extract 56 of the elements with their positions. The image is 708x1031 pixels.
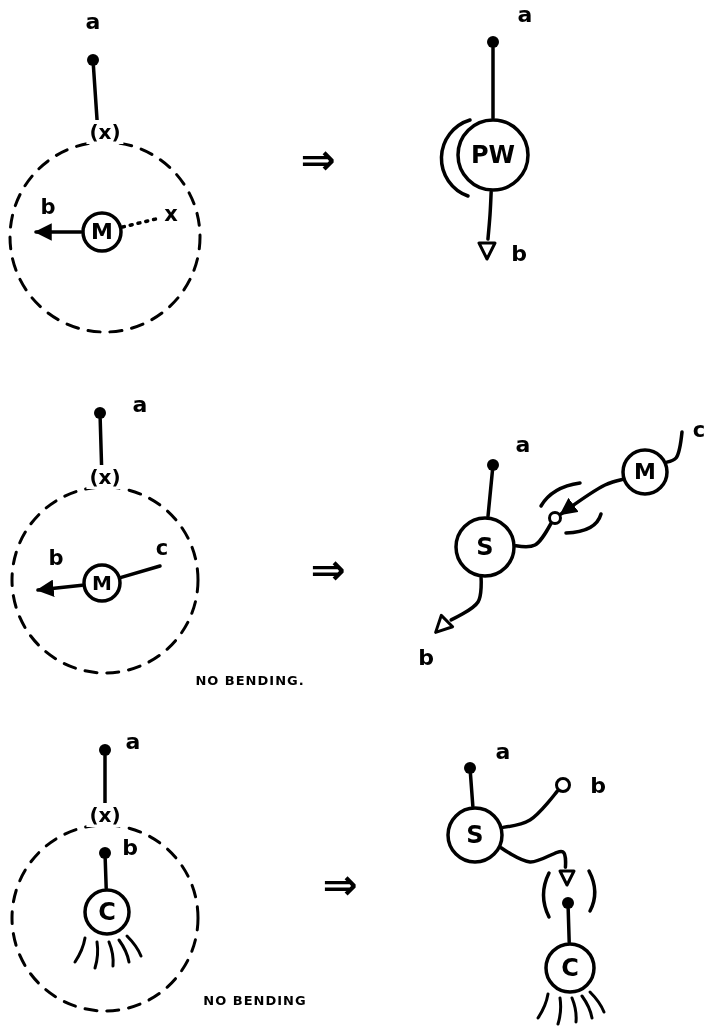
double-arrow-glyph: ⇒ [322, 864, 358, 906]
dashed-scope-circle [10, 803, 200, 1013]
port-label: a [517, 4, 533, 26]
port-label: a [495, 741, 511, 763]
process-circle [544, 942, 596, 994]
connector-line [98, 417, 104, 467]
port-label: a [125, 731, 141, 753]
process-circle [82, 563, 122, 603]
arrow [559, 477, 624, 516]
connector-line [119, 564, 162, 580]
circle-label: M [91, 221, 113, 243]
process-circle [81, 211, 123, 253]
process-circle [456, 118, 530, 192]
connector-line [486, 190, 493, 241]
port-label: b [418, 647, 434, 669]
terminal-dot [562, 897, 574, 909]
arrow [34, 223, 83, 241]
port-label: b [590, 775, 606, 797]
scope-label: (x) [86, 465, 124, 489]
scope-label: (x) [86, 803, 124, 827]
connector-line [499, 846, 568, 869]
connector-line [665, 430, 684, 464]
circle-label: PW [470, 143, 516, 167]
port-label: a [132, 394, 148, 416]
note-text: NO BENDING [203, 993, 307, 1007]
circle-label: M [92, 573, 112, 593]
connector-line [103, 754, 107, 805]
connector-line [514, 521, 553, 549]
process-circle [621, 448, 669, 496]
circle-label: S [466, 823, 484, 847]
process-circle [446, 806, 504, 864]
connector-line [501, 789, 560, 830]
process-circle [454, 516, 516, 578]
port-label: a [85, 11, 101, 33]
process-circle [83, 888, 131, 936]
connector-line [486, 469, 495, 518]
connector-line [468, 772, 475, 808]
port-label: a [515, 434, 531, 456]
port-label: b [122, 837, 138, 859]
connector-line [449, 576, 483, 622]
connector-line [566, 907, 571, 944]
open-port-circle [548, 511, 562, 525]
double-arrow-glyph: ⇒ [310, 549, 346, 591]
connector-line [103, 857, 108, 890]
note-text: NO BENDING. [195, 673, 305, 687]
connector-line [491, 46, 495, 120]
circle-label: S [476, 535, 494, 559]
port-label: b [511, 243, 527, 265]
circle-label: M [634, 461, 656, 483]
circle-label: C [98, 900, 116, 924]
connector-line [91, 64, 99, 122]
double-arrow-glyph: ⇒ [300, 139, 336, 181]
open-triangle-port [557, 867, 577, 887]
scope-label: (x) [86, 120, 124, 144]
circle-label: C [561, 956, 579, 980]
arrow [36, 579, 84, 597]
